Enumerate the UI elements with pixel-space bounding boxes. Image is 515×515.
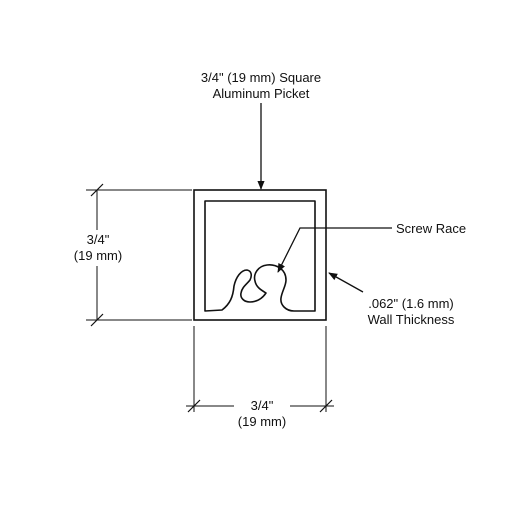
picket-title-line2: Aluminum Picket: [212, 86, 310, 101]
picket-outer-wall: [193, 189, 327, 321]
wall-thickness-line1: .062" (1.6 mm): [368, 296, 454, 311]
picket-title-line1: 3/4" (19 mm) Square: [200, 70, 322, 85]
screw-race-text: Screw Race: [396, 221, 467, 236]
width-tick-right: [319, 399, 333, 413]
height-dimension-line1: 3/4": [86, 232, 110, 247]
height-tick-bottom: [90, 313, 104, 327]
wall-thickness-line2: Wall Thickness: [367, 312, 455, 327]
width-dimension-label: 3/4" (19 mm): [212, 398, 312, 430]
height-dimension-line2: (19 mm): [73, 248, 123, 263]
picket-inner-wall: [204, 200, 316, 312]
width-dimension-line2: (19 mm): [237, 414, 287, 429]
picket-title: 3/4" (19 mm) Square Aluminum Picket: [176, 70, 346, 102]
width-tick-left: [187, 399, 201, 413]
screw-race-label: Screw Race: [396, 221, 466, 237]
wall-thickness-label: .062" (1.6 mm) Wall Thickness: [356, 296, 466, 328]
width-dimension-line1: 3/4": [250, 398, 274, 413]
screw-race-leader: [277, 227, 392, 273]
height-dimension-label: 3/4" (19 mm): [48, 232, 148, 264]
wall-thickness-leader: [328, 272, 364, 293]
height-tick-top: [90, 183, 104, 197]
